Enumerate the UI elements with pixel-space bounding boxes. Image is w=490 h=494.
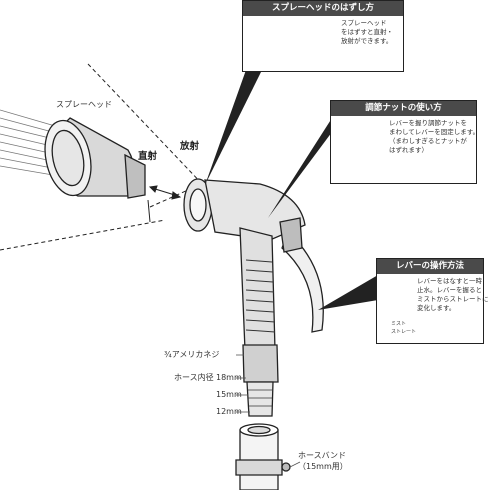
size-12-label: 12mm [216,407,242,416]
lever-panel: レバーの操作方法 レバーをはなすと一時 止水。レバーを握ると ミストからストレー… [376,258,489,344]
lever-panel-title: レバーの操作方法 [377,259,483,274]
water-spray-lines [0,109,63,176]
hose-illustration [235,423,291,491]
nut-panel: 調節ナットの使い方 レバーを握り調節ナットを まわしてレバーを固定します。 （ま… [330,100,480,184]
lever-panel-line: 変化します。 [417,304,456,312]
removal-panel-body: スプレーヘッド をはずすと直射・ 放射ができます。 [341,19,401,46]
lever-straight-label: ストレート [391,329,417,335]
hose-inner-diameter-label: ホース内径 [174,373,214,382]
spray-head-illustration [44,117,146,199]
leader-lines [236,354,301,468]
removal-panel-line: をはずすと直射・ [341,28,393,36]
lever-panel-line: レバーをはなすと一時 [417,277,482,285]
nut-panel-line: まわしてレバーを固定します。 [389,128,480,136]
removal-panel: スプレーヘッドのはずし方 スプレーヘッド をはずすと直射・ 放射ができます。 [242,0,404,72]
size-18-label: 18mm [216,373,242,382]
hose-band-label: ホースバンド [298,451,346,460]
size-15-label: 15mm [216,390,242,399]
lever-panel-body: レバーをはなすと一時 止水。レバーを握ると ミストからストレートに 変化します。 [417,277,489,313]
straight-spray-label: 直射 [138,151,158,162]
diffuse-spray-label: 放射 [180,141,200,152]
nut-panel-title: 調節ナットの使い方 [331,101,476,116]
panel-callout-wedges [205,70,378,310]
lever-panel-line: 止水。レバーを握ると [417,286,482,294]
lever-panel-line: ミストからストレートに [417,295,489,303]
nut-panel-line: レバーを握り調節ナットを [389,119,467,127]
spray-gun-illustration [183,178,324,417]
removal-panel-line: 放射ができます。 [341,37,393,45]
spray-head-label: スプレーヘッド [56,100,112,109]
attach-arrow [147,185,182,223]
removal-panel-line: スプレーヘッド [341,19,387,27]
nut-panel-line: （まわしすぎるとナットが [389,137,467,145]
spray-guide-lines [0,63,207,251]
nut-panel-body: レバーを握り調節ナットを まわしてレバーを固定します。 （まわしすぎるとナットが… [389,119,480,155]
lever-mist-label: ミスト [391,321,407,327]
nut-panel-line: はずれます） [389,146,428,154]
american-screw-label: ¾アメリカネジ [164,350,220,359]
removal-panel-title: スプレーヘッドのはずし方 [243,1,403,16]
hose-band-size-label: （15mm用） [298,462,348,471]
